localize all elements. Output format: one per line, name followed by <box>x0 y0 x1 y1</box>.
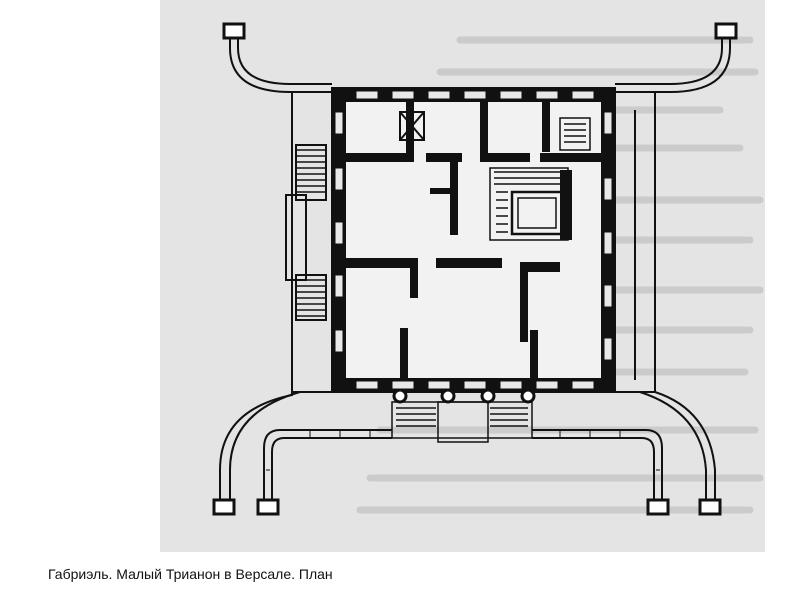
balustrade-pickets <box>266 431 660 471</box>
main-staircase <box>489 167 569 241</box>
entrance-steps <box>391 401 533 443</box>
service-stair <box>559 117 591 151</box>
interior-walls <box>346 102 601 378</box>
floor-plan-figure <box>160 0 765 552</box>
balustrade-bottom <box>212 391 722 516</box>
building-walls <box>331 87 616 393</box>
balustrade-top <box>222 22 738 93</box>
left-stair-treads <box>296 149 326 317</box>
figure-caption: Габриэль. Малый Трианон в Версале. План <box>48 566 333 582</box>
service-shaft <box>399 111 425 141</box>
windows <box>334 90 613 390</box>
left-terrace <box>285 91 333 393</box>
